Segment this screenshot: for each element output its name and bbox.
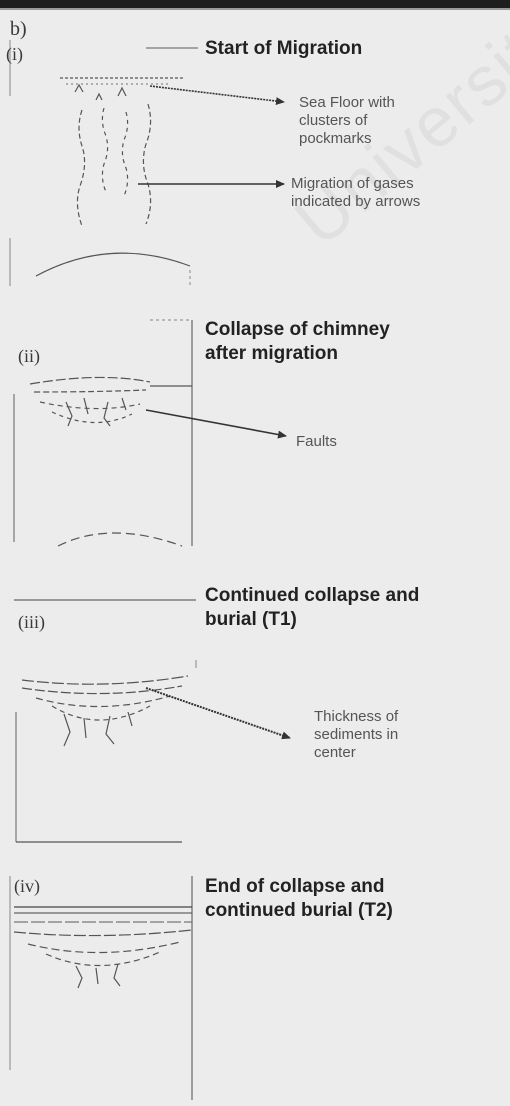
- arrow-to-faults: [146, 410, 286, 436]
- faults-annotation: Faults: [296, 433, 337, 451]
- burial-surface-5: [28, 942, 180, 953]
- annotation-line: Migration of gases: [291, 175, 420, 193]
- burial-layer-1: [22, 676, 188, 684]
- stage-i-title: Start of Migration: [205, 37, 362, 61]
- stage-ii-title-line-2: after migration: [205, 342, 390, 366]
- arrow-to-thickness: [146, 688, 290, 738]
- stage-i-sketch: [10, 40, 198, 288]
- stage-ii-title-line-1: Collapse of chimney: [205, 318, 390, 342]
- gas-migration-path: [102, 108, 107, 192]
- annotation-line: sediments in: [314, 726, 398, 744]
- stage-i-base-curve: [36, 253, 190, 276]
- gas-migration-path-2: [122, 112, 127, 196]
- thickness-annotation: Thickness of sediments in center: [314, 708, 398, 762]
- figure-label: b): [10, 18, 27, 41]
- stage-iii-title: Continued collapse and burial (T1): [205, 584, 419, 632]
- stage-i-title-line-1: Start of Migration: [205, 37, 362, 61]
- stage-iii-sketch: [14, 600, 196, 842]
- stage-iv-sketch: [10, 876, 192, 1100]
- burial-surface-4: [14, 930, 192, 936]
- annotation-line: Faults: [296, 433, 337, 451]
- stage-iii-title-line-1: Continued collapse and: [205, 584, 419, 608]
- chimney-right-wall: [143, 104, 150, 224]
- stage-i-numeral: (i): [6, 44, 23, 65]
- pockmark-arrows: [75, 85, 126, 100]
- stage-ii-title: Collapse of chimney after migration: [205, 318, 390, 366]
- collapse-layer-2: [34, 390, 146, 392]
- arrow-to-sea-floor: [150, 86, 284, 102]
- stage-iv-numeral: (iv): [14, 876, 40, 897]
- stage-iv-title-line-2: continued burial (T2): [205, 899, 393, 923]
- annotation-line: Sea Floor with: [299, 94, 395, 112]
- burial-layer-4: [52, 706, 150, 720]
- sea-floor-annotation: Sea Floor with clusters of pockmarks: [299, 94, 395, 148]
- annotation-line: clusters of: [299, 112, 395, 130]
- stage-iii-numeral: (iii): [18, 612, 45, 633]
- chimney-left-wall: [77, 110, 84, 226]
- stage-ii-sketch: [14, 320, 192, 546]
- burial-layer-3: [36, 696, 170, 707]
- stage-iv-title-line-1: End of collapse and: [205, 875, 393, 899]
- fault-lines: [66, 398, 126, 426]
- collapse-layer-1: [30, 377, 150, 384]
- burial-surface-6: [46, 952, 160, 966]
- annotation-line: center: [314, 744, 398, 762]
- collapse-layer-4: [52, 412, 132, 423]
- stage-ii-base-curve: [58, 533, 182, 546]
- annotation-line: pockmarks: [299, 130, 395, 148]
- gas-migration-annotation: Migration of gases indicated by arrows: [291, 175, 420, 211]
- annotation-line: indicated by arrows: [291, 193, 420, 211]
- stage-ii-numeral: (ii): [18, 346, 40, 367]
- stage-iii-title-line-2: burial (T1): [205, 608, 419, 632]
- stage-iv-faults: [76, 964, 120, 988]
- annotation-line: Thickness of: [314, 708, 398, 726]
- stage-iv-title: End of collapse and continued burial (T2…: [205, 875, 393, 923]
